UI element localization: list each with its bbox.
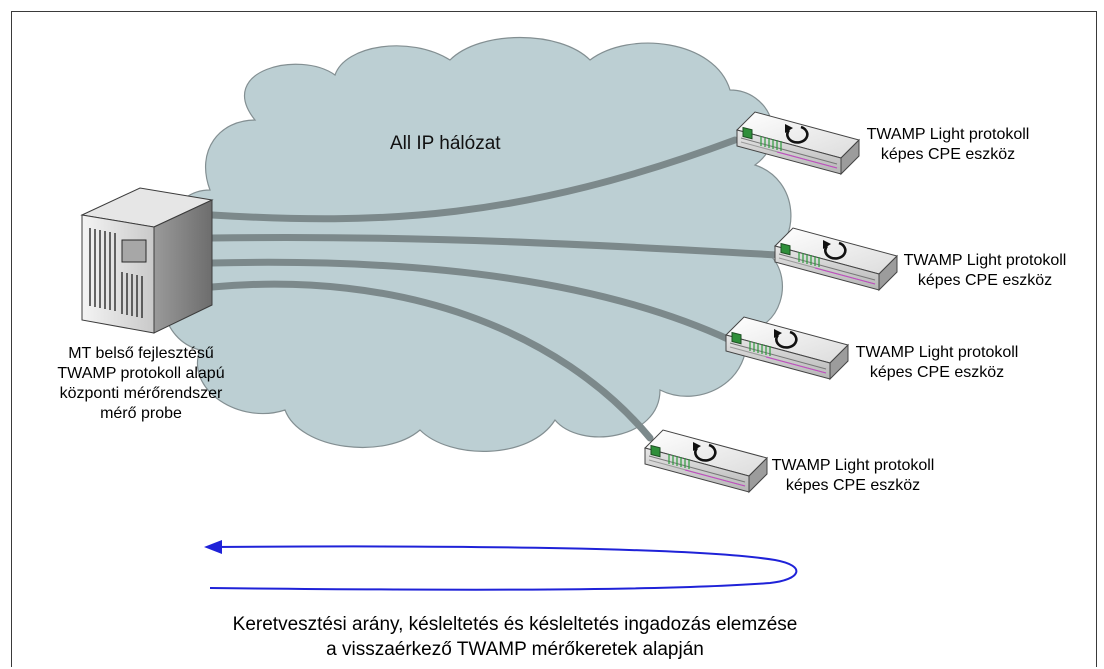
device-label-line: képes CPE eszköz (869, 364, 1005, 381)
cpe-device-3-icon (724, 315, 850, 381)
server-label-line: központi mérőrendszer (59, 385, 223, 402)
network-links (208, 136, 782, 442)
device-label-line: TWAMP Light protokoll (866, 126, 1030, 143)
device-label-line: képes CPE eszköz (917, 272, 1053, 289)
network-title: All IP hálózat (390, 133, 501, 154)
cpe-device-4-icon (643, 428, 769, 494)
device-label-line: képes CPE eszköz (785, 477, 921, 494)
server-label-line: MT belső fejlesztésű (68, 345, 214, 362)
caption-line: a visszaérkező TWAMP mérőkeretek alapján (326, 639, 704, 660)
server-icon (80, 187, 214, 334)
caption-line: Keretvesztési arány, késleltetés és késl… (232, 614, 798, 635)
cpe-device-2-label: TWAMP Light protokoll képes CPE eszköz (890, 251, 1080, 291)
server-label-line: mérő probe (100, 405, 182, 422)
cpe-device-4-label: TWAMP Light protokoll képes CPE eszköz (758, 456, 948, 496)
device-label-line: TWAMP Light protokoll (771, 457, 935, 474)
caption: Keretvesztési arány, késleltetés és késl… (120, 612, 910, 662)
device-label-line: TWAMP Light protokoll (855, 344, 1019, 361)
cpe-device-3-label: TWAMP Light protokoll képes CPE eszköz (842, 343, 1032, 383)
diagram-frame (11, 11, 1097, 667)
server-label: MT belső fejlesztésű TWAMP protokoll ala… (36, 344, 246, 424)
cpe-device-2-icon (773, 226, 899, 292)
device-label-line: képes CPE eszköz (880, 146, 1016, 163)
network-cloud (163, 37, 792, 452)
device-label-line: TWAMP Light protokoll (903, 252, 1067, 269)
cpe-device-1-label: TWAMP Light protokoll képes CPE eszköz (853, 125, 1043, 165)
return-arrow-icon (204, 540, 798, 591)
server-label-line: TWAMP protokoll alapú (57, 365, 225, 382)
